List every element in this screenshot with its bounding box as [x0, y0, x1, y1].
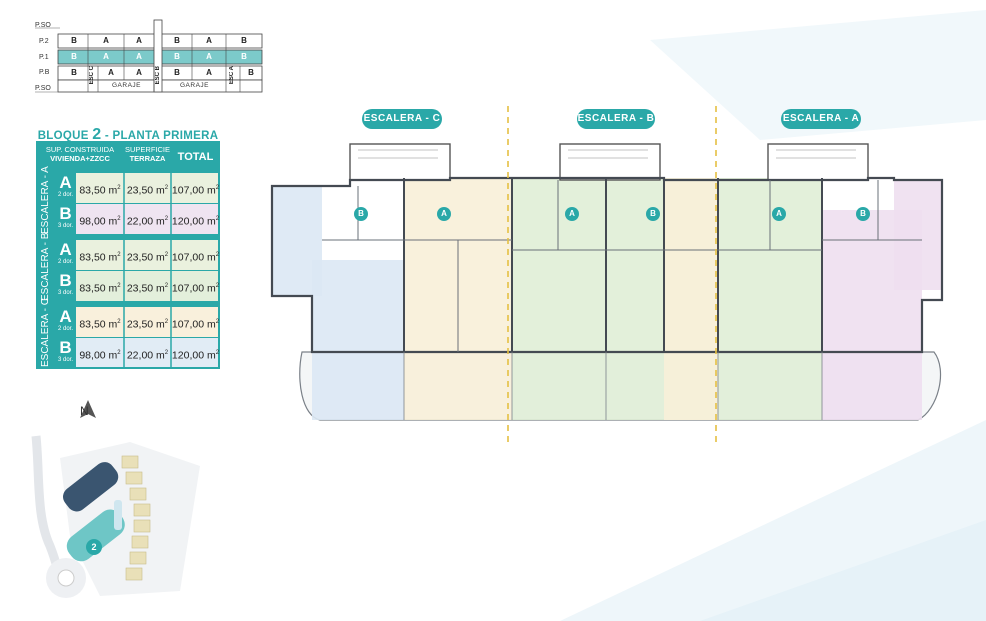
type-dorms: 3 dor.: [57, 223, 73, 229]
block-1-shape: [63, 462, 119, 512]
key-cell: A: [206, 36, 212, 45]
built-area: 98,00 m2: [79, 349, 121, 362]
key-cell: B: [248, 68, 254, 77]
header-total: TOTAL: [171, 142, 220, 172]
esc-label: ESC A: [229, 66, 235, 85]
header-built: SUP. CONSTRUIDA VIVIENDA+ZZCC: [36, 145, 124, 163]
stair-label-c: ESCALERA - C: [362, 109, 442, 129]
type-dorms: 2 dor.: [57, 259, 73, 265]
key-cell: A: [206, 68, 212, 77]
total-area: 120,00 m2: [171, 215, 220, 228]
floor-label: P.SO: [35, 85, 51, 92]
block-2-shape: [66, 509, 125, 562]
built-area: 98,00 m2: [79, 215, 121, 228]
built-area: 83,50 m2: [79, 318, 121, 331]
unit-badge: A: [437, 207, 451, 221]
total-area: 120,00 m2: [171, 349, 220, 362]
north-label: N: [80, 404, 89, 418]
esc-label: ESC C: [89, 66, 95, 85]
key-cell: B: [174, 36, 180, 45]
type-label: B 3 dor.: [55, 204, 76, 234]
type-label: A 2 dor.: [55, 240, 76, 270]
unit-badge: B: [646, 207, 660, 221]
header-terrace-sub: TERRAZA: [129, 154, 166, 163]
type-label: A 2 dor.: [55, 173, 76, 203]
north-arrow-icon: [80, 400, 96, 418]
group-label: ESCALERA - B: [40, 232, 51, 301]
type-label: A 2 dor.: [55, 307, 76, 337]
key-cell: A: [206, 52, 212, 61]
type-letter: A: [59, 173, 72, 192]
block-number-badge: 2: [86, 539, 102, 555]
type-label: B 3 dor.: [55, 271, 76, 301]
floor-label: P.1: [39, 54, 49, 61]
terrace-area: 23,50 m2: [126, 282, 169, 295]
total-area: 107,00 m2: [171, 251, 220, 264]
key-cell: A: [108, 68, 114, 77]
unit-badge: A: [772, 207, 786, 221]
unit-badge: B: [856, 207, 870, 221]
header-terrace: SUPERFICIE TERRAZA: [124, 145, 171, 163]
key-cell: B: [241, 52, 247, 61]
key-cell: B: [174, 68, 180, 77]
type-letter: A: [59, 240, 72, 259]
garage-label: GARAJE: [112, 82, 142, 89]
header-built-label: SUP. CONSTRUIDA: [45, 145, 115, 154]
total-area: 107,00 m2: [171, 318, 220, 331]
key-plan: P.SO P.2 P.1 P.B P.SO B A A B A B B A A …: [30, 18, 270, 94]
stair-label-a: ESCALERA - A: [781, 109, 861, 129]
type-label: B 3 dor.: [55, 338, 76, 367]
key-cell: B: [174, 52, 180, 61]
esc-label: ESC B: [155, 66, 161, 85]
terrace-area: 23,50 m2: [126, 184, 169, 197]
key-cell: B: [71, 68, 77, 77]
built-area: 83,50 m2: [79, 184, 121, 197]
unit-badge: B: [354, 207, 368, 221]
unit-badge: A: [565, 207, 579, 221]
type-dorms: 3 dor.: [57, 357, 73, 363]
header-terrace-label: SUPERFICIE: [124, 145, 170, 154]
title-number: 2: [92, 126, 102, 143]
built-area: 83,50 m2: [79, 251, 121, 264]
stair-label-b: ESCALERA - B: [577, 109, 655, 129]
area-table: SUP. CONSTRUIDA VIVIENDA+ZZCC SUPERFICIE…: [36, 141, 220, 369]
key-cell: B: [71, 36, 77, 45]
type-letter: B: [59, 204, 72, 223]
floor-label: P.B: [39, 69, 50, 76]
title-prefix: BLOQUE: [37, 130, 89, 142]
terrace-area: 23,50 m2: [126, 318, 169, 331]
floor-plan: [270, 106, 944, 446]
terrace-area: 22,00 m2: [126, 349, 169, 362]
type-dorms: 2 dor.: [57, 192, 73, 198]
key-cell: B: [71, 52, 77, 61]
group-label: ESCALERA - A: [40, 166, 51, 234]
key-cell: A: [103, 36, 109, 45]
key-cell: B: [241, 36, 247, 45]
type-letter: A: [59, 307, 72, 326]
type-dorms: 3 dor.: [57, 290, 73, 296]
type-dorms: 2 dor.: [57, 326, 73, 332]
key-cell: A: [136, 52, 142, 61]
title-suffix: - PLANTA PRIMERA: [104, 130, 219, 142]
type-letter: B: [59, 338, 72, 357]
block-title: BLOQUE 2 - PLANTA PRIMERA: [36, 126, 220, 144]
key-cell: A: [136, 36, 142, 45]
group-label: ESCALERA - C: [40, 298, 51, 367]
terrace-area: 22,00 m2: [126, 215, 169, 228]
floor-label: P.SO: [35, 22, 51, 29]
table-frame: [36, 141, 220, 369]
total-area: 107,00 m2: [171, 184, 220, 197]
floor-label: P.2: [39, 38, 49, 45]
total-area: 107,00 m2: [171, 282, 220, 295]
key-cell: A: [103, 52, 109, 61]
key-plan-grid: [35, 19, 263, 93]
terrace-area: 23,50 m2: [126, 251, 169, 264]
site-plan: [31, 400, 200, 598]
garage-label: GARAJE: [180, 82, 210, 89]
built-area: 83,50 m2: [79, 282, 121, 295]
key-cell: A: [136, 68, 142, 77]
type-letter: B: [59, 271, 72, 290]
header-built-sub: VIVIENDA+ZZCC: [50, 154, 110, 163]
